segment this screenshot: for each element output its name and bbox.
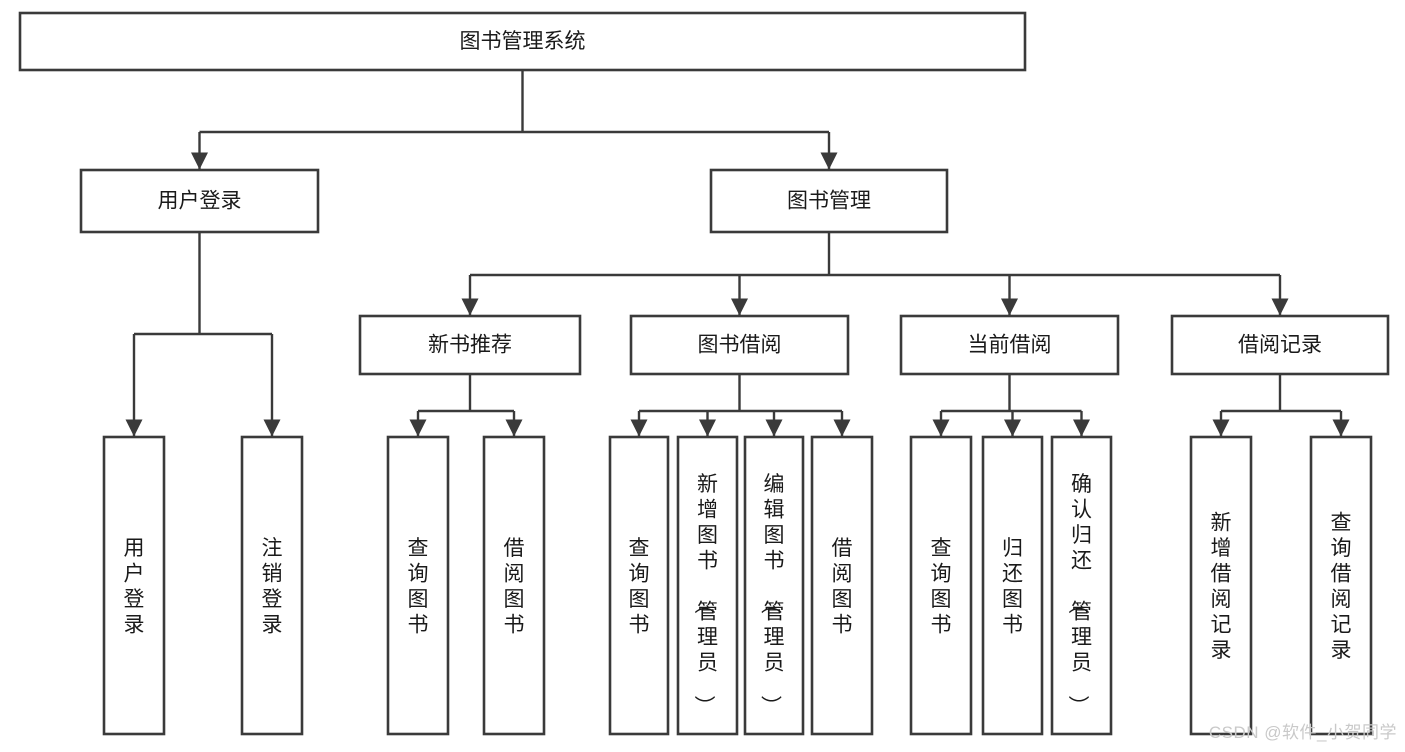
connector-new-book-recommend-to-leaves: [409, 374, 523, 437]
node-label-leaf-borrow-book-1: 借阅图书: [504, 537, 525, 637]
node-leaf-borrow-book-2[interactable]: 借阅图书: [810, 435, 874, 736]
node-label-leaf-edit-book-admin: 编辑图书（管理员）: [759, 473, 785, 716]
node-leaf-logout[interactable]: 注销登录: [240, 435, 304, 736]
node-box-leaf-edit-book-admin: [743, 435, 805, 736]
node-leaf-return-book[interactable]: 归还图书: [981, 435, 1044, 736]
node-box-current-borrow: [899, 314, 1120, 376]
node-label-leaf-add-book-admin: 新增图书（管理员）: [692, 473, 718, 716]
node-leaf-add-borrow-record[interactable]: 新增借阅记录: [1189, 435, 1253, 736]
arrow-head-icon: [263, 419, 281, 437]
node-leaf-confirm-return-admin[interactable]: 确认归还（管理员）: [1050, 435, 1113, 736]
node-box-book-borrow: [629, 314, 850, 376]
node-label-leaf-return-book: 归还图书: [1002, 537, 1023, 637]
arrow-head-icon: [820, 152, 838, 170]
arrow-head-icon: [1271, 298, 1289, 316]
node-label-new-book-recommend: 新书推荐: [428, 334, 512, 357]
arrow-head-icon: [1073, 419, 1090, 437]
node-box-book-manage: [709, 168, 949, 234]
arrow-head-icon: [699, 419, 716, 437]
node-leaf-query-borrow-record[interactable]: 查询借阅记录: [1309, 435, 1373, 736]
connector-bookmanage-to-level3: [461, 232, 1289, 316]
node-leaf-query-book-1[interactable]: 查询图书: [386, 435, 450, 736]
connector-borrow-record-to-leaves: [1212, 374, 1350, 437]
node-leaf-borrow-book-1[interactable]: 借阅图书: [482, 435, 546, 736]
node-leaf-add-book-admin[interactable]: 新增图书（管理员）: [676, 435, 739, 736]
arrow-head-icon: [461, 298, 479, 316]
node-label-leaf-user-login: 用户登录: [124, 537, 145, 637]
connector-layer: [125, 70, 1350, 437]
node-new-book-recommend[interactable]: 新书推荐: [358, 314, 582, 376]
node-label-leaf-logout: 注销登录: [262, 537, 283, 637]
arrow-head-icon: [731, 298, 748, 316]
node-label-borrow-record: 借阅记录: [1238, 334, 1322, 357]
node-leaf-query-book-2[interactable]: 查询图书: [608, 435, 670, 736]
node-box-leaf-query-book-2: [608, 435, 670, 736]
node-layer: 图书管理系统用户登录图书管理新书推荐图书借阅当前借阅借阅记录用户登录注销登录查询…: [18, 11, 1390, 736]
node-book-borrow[interactable]: 图书借阅: [629, 314, 850, 376]
node-borrow-record[interactable]: 借阅记录: [1170, 314, 1390, 376]
node-box-leaf-query-borrow-record: [1309, 435, 1373, 736]
connector-current-borrow-to-leaves: [932, 374, 1090, 437]
node-current-borrow[interactable]: 当前借阅: [899, 314, 1120, 376]
arrow-head-icon: [505, 419, 523, 437]
node-label-current-borrow: 当前借阅: [968, 334, 1052, 357]
node-label-leaf-borrow-book-2: 借阅图书: [832, 537, 853, 637]
node-book-manage[interactable]: 图书管理: [709, 168, 949, 234]
arrow-head-icon: [765, 419, 783, 437]
node-label-leaf-query-book-2: 查询图书: [629, 537, 650, 637]
node-box-leaf-query-book-1: [386, 435, 450, 736]
node-label-root: 图书管理系统: [460, 30, 586, 53]
arrow-head-icon: [125, 419, 143, 437]
node-box-borrow-record: [1170, 314, 1390, 376]
node-box-leaf-query-book-3: [909, 435, 973, 736]
node-label-user-login: 用户登录: [158, 190, 242, 213]
node-leaf-edit-book-admin[interactable]: 编辑图书（管理员）: [743, 435, 805, 736]
node-label-leaf-confirm-return-admin: 确认归还（管理员）: [1066, 473, 1092, 716]
node-box-leaf-add-book-admin: [676, 435, 739, 736]
connector-user-login-to-leaves: [125, 232, 281, 437]
node-box-leaf-add-borrow-record: [1189, 435, 1253, 736]
node-box-root: [18, 11, 1027, 72]
arrow-head-icon: [932, 419, 950, 437]
node-box-user-login: [79, 168, 320, 234]
node-box-leaf-borrow-book-2: [810, 435, 874, 736]
node-label-leaf-query-book-1: 查询图书: [408, 537, 429, 637]
arrow-head-icon: [191, 152, 208, 170]
arrow-head-icon: [833, 419, 851, 437]
arrow-head-icon: [1004, 419, 1021, 437]
node-user-login[interactable]: 用户登录: [79, 168, 320, 234]
node-label-leaf-query-book-3: 查询图书: [931, 537, 952, 637]
connector-book-borrow-to-leaves: [630, 374, 851, 437]
arrow-head-icon: [409, 419, 427, 437]
node-label-leaf-add-borrow-record: 新增借阅记录: [1211, 511, 1232, 662]
node-box-new-book-recommend: [358, 314, 582, 376]
arrow-head-icon: [1212, 419, 1230, 437]
arrow-head-icon: [1332, 419, 1350, 437]
node-label-leaf-query-borrow-record: 查询借阅记录: [1331, 511, 1352, 662]
node-root[interactable]: 图书管理系统: [18, 11, 1027, 72]
node-box-leaf-user-login: [102, 435, 166, 736]
arrow-head-icon: [630, 419, 648, 437]
connector-root-to-level2: [191, 70, 838, 170]
node-box-leaf-borrow-book-1: [482, 435, 546, 736]
node-leaf-user-login[interactable]: 用户登录: [102, 435, 166, 736]
node-box-leaf-return-book: [981, 435, 1044, 736]
node-label-book-manage: 图书管理: [787, 190, 871, 213]
node-leaf-query-book-3[interactable]: 查询图书: [909, 435, 973, 736]
node-box-leaf-confirm-return-admin: [1050, 435, 1113, 736]
node-label-book-borrow: 图书借阅: [698, 334, 782, 357]
arrow-head-icon: [1001, 298, 1018, 316]
node-box-leaf-logout: [240, 435, 304, 736]
